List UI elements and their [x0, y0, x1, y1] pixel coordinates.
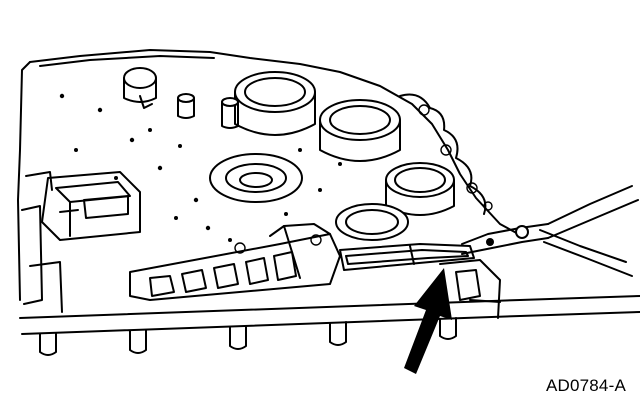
right-housing: [439, 259, 501, 319]
bore-rings: [123, 67, 455, 241]
ribbed-bracket: [129, 223, 341, 301]
bolt-holes: [59, 93, 342, 254]
figure-id-label: AD0784-A: [545, 376, 626, 395]
transmission-case: [17, 49, 640, 356]
pliers-tool: [461, 185, 639, 277]
gasket-seal: [339, 243, 475, 271]
solenoid-block: [41, 171, 141, 241]
case-posts: [139, 93, 239, 129]
pointer-arrow: [404, 268, 452, 374]
